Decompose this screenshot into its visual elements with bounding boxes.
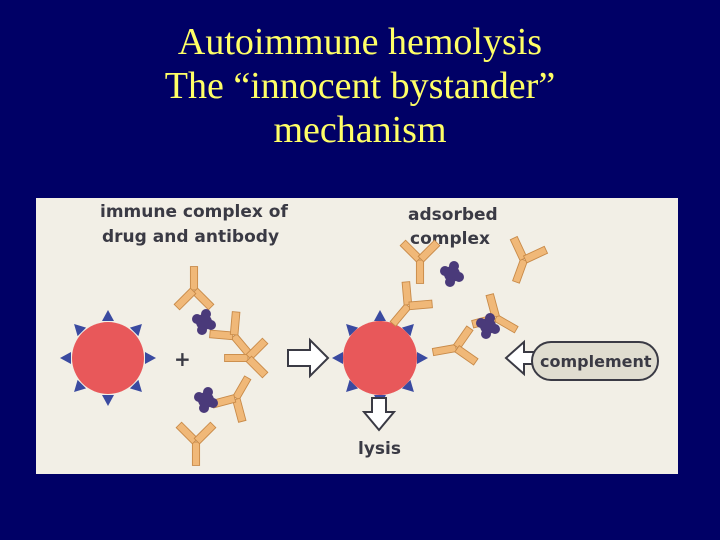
label-immune-complex-line1: immune complex of [100, 202, 288, 222]
label-immune-complex-line2: drug and antibody [102, 227, 279, 247]
label-complement: complement [540, 352, 652, 371]
complement-arrow: complement [506, 342, 658, 380]
title-line-2: The “innocent bystander” [0, 64, 720, 108]
arrow-right-1 [288, 340, 328, 376]
red-blood-cell-left [60, 310, 156, 406]
title-line-3: mechanism [0, 108, 720, 152]
plus-sign: + [174, 347, 191, 371]
label-adsorbed-line1: adsorbed [408, 205, 498, 225]
red-blood-cell-right [332, 310, 428, 406]
label-lysis: lysis [358, 439, 401, 459]
lysis-arrow [364, 398, 394, 430]
diagram-svg: immune complex of drug and antibody adso… [36, 198, 678, 474]
label-adsorbed-line2: complex [410, 229, 490, 249]
diagram-panel: immune complex of drug and antibody adso… [36, 198, 678, 474]
title-line-1: Autoimmune hemolysis [0, 20, 720, 64]
slide-title: Autoimmune hemolysis The “innocent bysta… [0, 20, 720, 152]
